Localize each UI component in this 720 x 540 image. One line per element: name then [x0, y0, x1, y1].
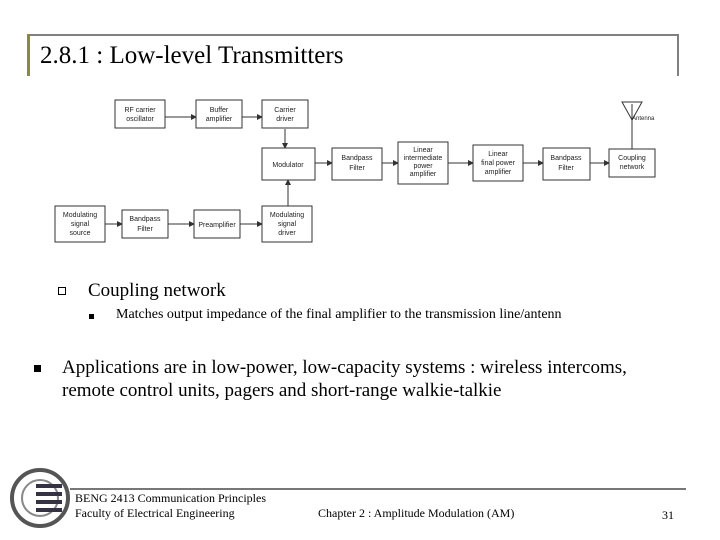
footer-divider: [70, 488, 686, 490]
bandpass-filter-block-2: Bandpass Filter: [542, 147, 591, 181]
svg-text:intermediate: intermediate: [404, 155, 443, 162]
square-bullet-icon: [34, 365, 41, 372]
coupling-network-description: Matches output impedance of the final am…: [116, 307, 562, 322]
svg-text:Bandpass: Bandpass: [341, 155, 373, 162]
modulator-block: Modulator: [261, 147, 316, 181]
applications-text: Applications are in low-power, low-capac…: [62, 357, 627, 401]
svg-text:driver: driver: [278, 230, 296, 237]
page-number: 31: [662, 508, 674, 522]
modulating-signal-driver-block: Modulating signal driver: [261, 205, 313, 243]
linear-intermediate-amplifier-block: Linear intermediate power amplifier: [397, 141, 449, 185]
footer-chapter: Chapter 2 : Amplitude Modulation (AM): [318, 506, 515, 520]
antenna-label: Antenna: [632, 116, 655, 122]
svg-text:Bandpass: Bandpass: [550, 155, 582, 162]
title-frame-top: [27, 34, 679, 36]
linear-final-amplifier-block: Linear final power amplifier: [472, 144, 524, 182]
footer-faculty: Faculty of Electrical Engineering: [75, 506, 235, 520]
svg-text:RF carrier: RF carrier: [124, 107, 156, 114]
svg-text:Filter: Filter: [137, 226, 153, 233]
svg-text:Coupling: Coupling: [618, 155, 646, 162]
coupling-network-block: Coupling network: [608, 148, 656, 178]
bandpass-filter-block-1: Bandpass Filter: [331, 147, 383, 181]
svg-text:final power: final power: [481, 160, 516, 167]
svg-text:Linear: Linear: [488, 151, 508, 158]
svg-text:Filter: Filter: [349, 165, 365, 172]
svg-text:signal: signal: [278, 221, 297, 228]
hollow-square-bullet-icon: [58, 287, 66, 295]
small-square-bullet-icon: [89, 314, 94, 319]
svg-text:amplifier: amplifier: [485, 169, 512, 176]
rf-carrier-oscillator-block: RF carrier oscillator: [114, 99, 166, 129]
svg-text:oscillator: oscillator: [126, 116, 154, 123]
svg-text:amplifier: amplifier: [206, 116, 233, 123]
carrier-driver-block: Carrier driver: [261, 99, 309, 129]
preamplifier-block: Preamplifier: [193, 209, 241, 239]
svg-text:Buffer: Buffer: [210, 107, 229, 114]
svg-text:network: network: [620, 164, 645, 171]
university-logo-icon: [10, 468, 70, 528]
svg-text:Carrier: Carrier: [274, 107, 296, 114]
footer-course-info: BENG 2413 Communication Principles Facul…: [75, 491, 266, 521]
svg-text:Preamplifier: Preamplifier: [198, 222, 236, 229]
svg-text:source: source: [69, 230, 90, 237]
bandpass-filter-block-3: Bandpass Filter: [121, 209, 169, 239]
svg-text:power: power: [413, 163, 433, 170]
svg-text:Modulating: Modulating: [270, 212, 304, 219]
coupling-network-heading: Coupling network: [88, 280, 226, 301]
antenna-icon: [621, 101, 643, 122]
svg-text:driver: driver: [276, 116, 294, 123]
svg-text:Linear: Linear: [413, 147, 433, 154]
slide-title: 2.8.1 : Low-level Transmitters: [40, 42, 344, 69]
modulating-signal-source-block: Modulating signal source: [54, 205, 106, 243]
footer-course: BENG 2413 Communication Principles: [75, 491, 266, 505]
svg-text:Modulator: Modulator: [272, 162, 304, 169]
svg-text:Modulating: Modulating: [63, 212, 97, 219]
buffer-amplifier-block: Buffer amplifier: [195, 99, 243, 129]
title-frame-left: [27, 34, 30, 76]
svg-text:Filter: Filter: [558, 165, 574, 172]
svg-text:amplifier: amplifier: [410, 171, 437, 178]
title-frame-right: [677, 34, 679, 76]
svg-text:signal: signal: [71, 221, 90, 228]
svg-text:Bandpass: Bandpass: [129, 216, 161, 223]
